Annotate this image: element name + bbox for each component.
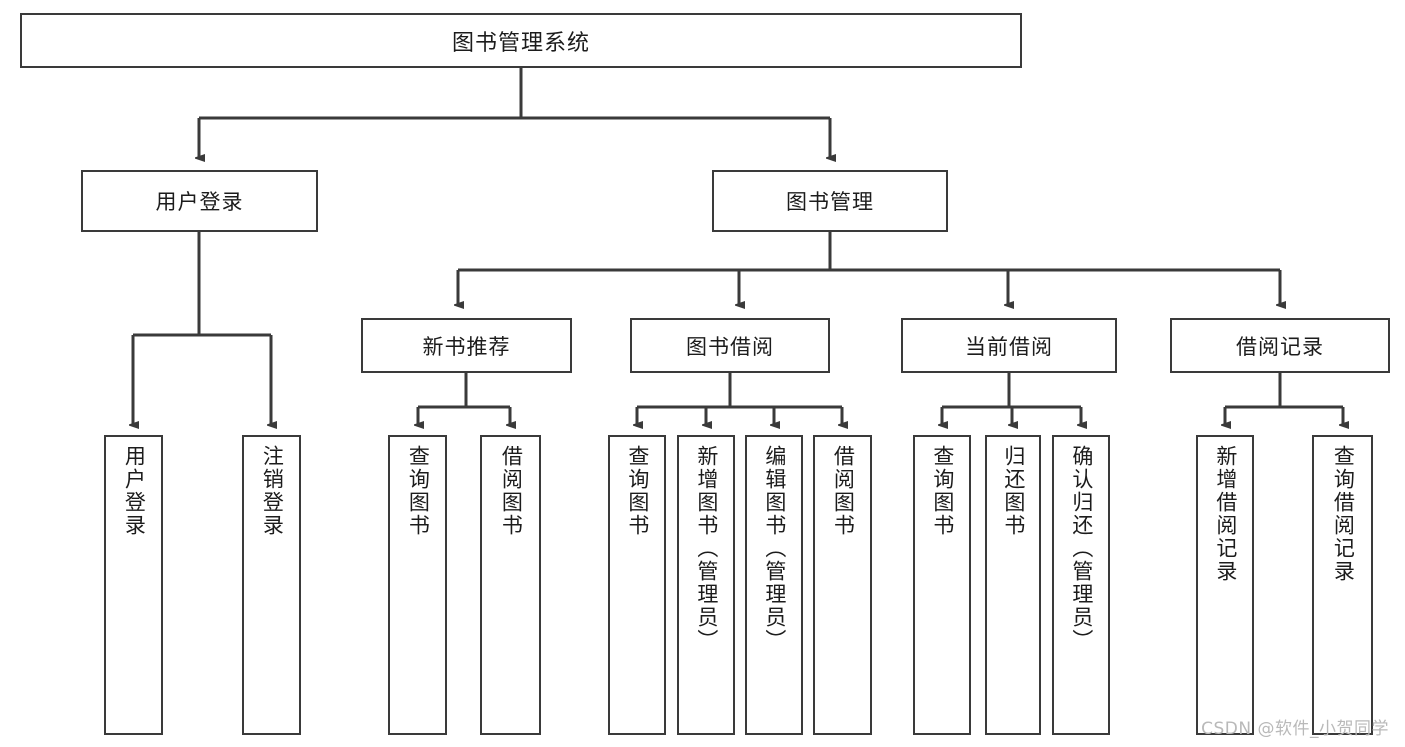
leaf-label: 查询借阅记录 (1331, 445, 1356, 583)
leaf-borrow-record-query[interactable]: 查询借阅记录 (1312, 435, 1373, 735)
leaf-current-borrow-confirm-return[interactable]: 确认归还（管理员） (1052, 435, 1110, 735)
node-user-login[interactable]: 用户登录 (81, 170, 318, 232)
leaf-label: 借阅图书 (831, 445, 856, 537)
node-borrow-record[interactable]: 借阅记录 (1170, 318, 1390, 373)
leaf-user-login-logout[interactable]: 注销登录 (242, 435, 301, 735)
leaf-book-borrow-edit[interactable]: 编辑图书（管理员） (745, 435, 803, 735)
csdn-watermark: CSDN @软件_小贺同学 (1201, 719, 1389, 739)
node-book-management[interactable]: 图书管理 (712, 170, 948, 232)
leaf-label: 注销登录 (260, 445, 285, 537)
node-new-book-recommend[interactable]: 新书推荐 (361, 318, 572, 373)
leaf-label: 归还图书 (1001, 445, 1026, 537)
leaf-user-login-login[interactable]: 用户登录 (104, 435, 163, 735)
leaf-label: 确认归还（管理员） (1069, 445, 1094, 652)
leaf-new-book-borrow[interactable]: 借阅图书 (480, 435, 541, 735)
leaf-label: 查询图书 (406, 445, 431, 537)
leaf-label: 查询图书 (625, 445, 650, 537)
leaf-label: 借阅图书 (499, 445, 524, 537)
node-book-borrow[interactable]: 图书借阅 (630, 318, 830, 373)
leaf-label: 查询图书 (930, 445, 955, 537)
leaf-label: 新增图书（管理员） (694, 445, 719, 652)
leaf-current-borrow-return[interactable]: 归还图书 (985, 435, 1041, 735)
leaf-book-borrow-borrow[interactable]: 借阅图书 (813, 435, 872, 735)
leaf-new-book-query[interactable]: 查询图书 (388, 435, 447, 735)
node-current-borrow[interactable]: 当前借阅 (901, 318, 1117, 373)
leaf-label: 用户登录 (122, 445, 147, 537)
leaf-book-borrow-query[interactable]: 查询图书 (608, 435, 666, 735)
leaf-current-borrow-query[interactable]: 查询图书 (913, 435, 971, 735)
node-root-system[interactable]: 图书管理系统 (20, 13, 1022, 68)
leaf-borrow-record-add[interactable]: 新增借阅记录 (1196, 435, 1254, 735)
leaf-label: 编辑图书（管理员） (762, 445, 787, 652)
leaf-book-borrow-add[interactable]: 新增图书（管理员） (677, 435, 735, 735)
leaf-label: 新增借阅记录 (1213, 445, 1238, 583)
